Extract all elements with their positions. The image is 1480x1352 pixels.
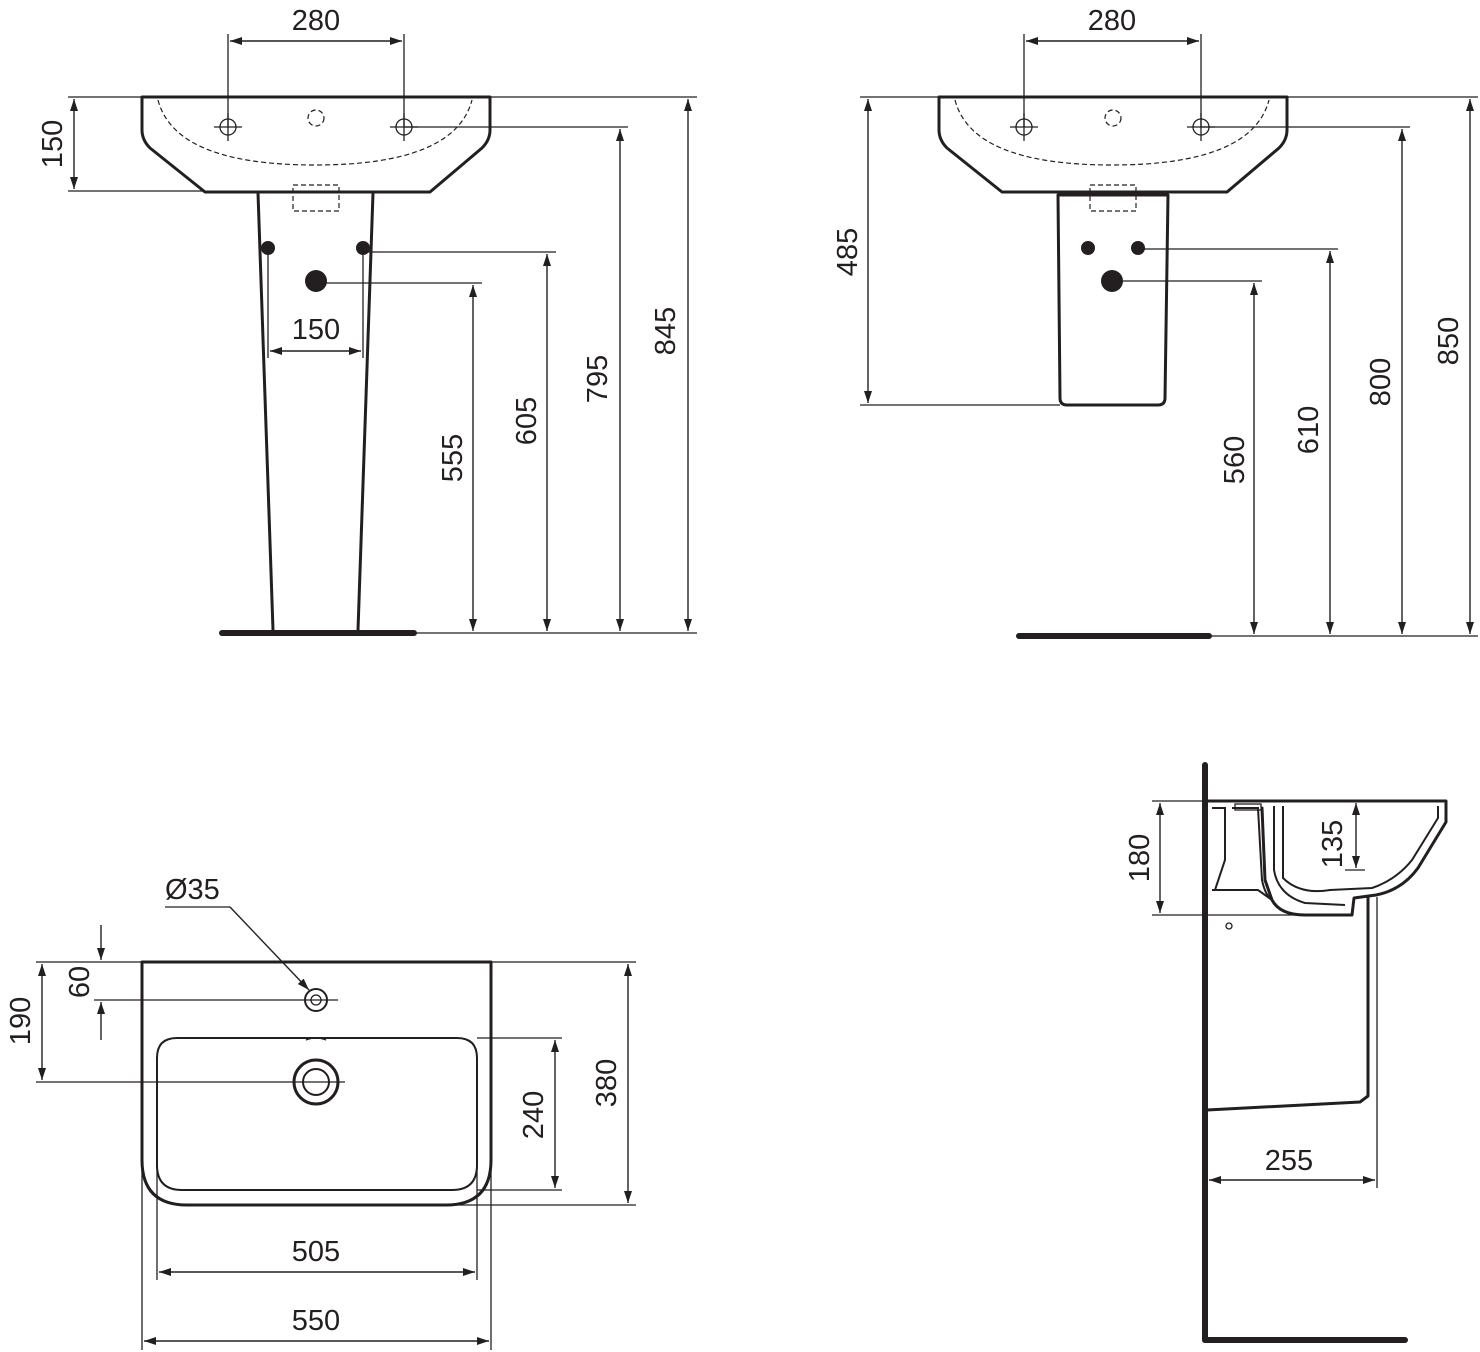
dim-tap-spacing: 280: [292, 5, 340, 37]
dim-tap-hole-offset: 60: [64, 966, 96, 998]
dim-rim-height: 850: [1433, 317, 1465, 365]
dim-pedestal-drop: 485: [832, 228, 864, 276]
waste-outline: [292, 184, 340, 212]
overflow-icon: [307, 109, 325, 127]
pedestal-front-view: 280 150 150 555 605 795 845: [37, 5, 697, 636]
dim-tap-spacing: 280: [1088, 5, 1136, 37]
overflow-icon: [1104, 109, 1122, 127]
dim-rim-height: 845: [650, 307, 682, 355]
dim-bowl-width: 505: [292, 1236, 340, 1268]
dim-supply-height: 605: [511, 397, 543, 445]
dim-overall-width: 550: [292, 1305, 340, 1337]
dim-tap-hole-diameter: Ø35: [165, 874, 220, 906]
dim-bowl-height: 135: [1317, 820, 1349, 868]
supply-dot: [1081, 241, 1095, 255]
basin-outline: [937, 95, 1289, 194]
dim-tap-hole-height: 800: [1365, 358, 1397, 406]
dim-overall-depth: 380: [591, 1059, 623, 1107]
bowl-outline: [954, 99, 1270, 166]
bowl-outline: [157, 99, 473, 166]
dim-supply-spacing: 150: [292, 314, 340, 346]
supply-dot: [1131, 241, 1145, 255]
dim-supply-height: 610: [1293, 406, 1325, 454]
side-view: 180 135 255: [1124, 762, 1448, 1343]
semi-pedestal-front-view: 280 485 560 610 800 850: [832, 5, 1478, 639]
waste-outline: [1089, 184, 1137, 212]
pedestal-outline: [256, 191, 375, 632]
dim-basin-depth: 150: [37, 120, 69, 168]
pedestal-side-outline: [1205, 895, 1370, 1112]
dim-waste-height: 560: [1219, 436, 1251, 484]
semi-pedestal-outline: [1056, 193, 1170, 407]
dim-bowl-depth: 240: [518, 1091, 550, 1139]
dim-pedestal-projection: 255: [1265, 1145, 1313, 1177]
basin-side-outline: [1206, 799, 1448, 917]
dim-waste-offset: 190: [5, 997, 37, 1045]
dim-tap-hole-height: 795: [582, 355, 614, 403]
basin-plan-outline: [140, 960, 493, 1207]
bowl-side-outline: [1273, 806, 1439, 906]
waste-dot: [305, 270, 327, 292]
basin-outline: [140, 95, 492, 194]
plan-view: Ø35 60 190 240 380 505 550: [5, 874, 636, 1350]
dim-waste-height: 555: [437, 434, 469, 482]
dim-basin-height: 180: [1124, 834, 1156, 882]
